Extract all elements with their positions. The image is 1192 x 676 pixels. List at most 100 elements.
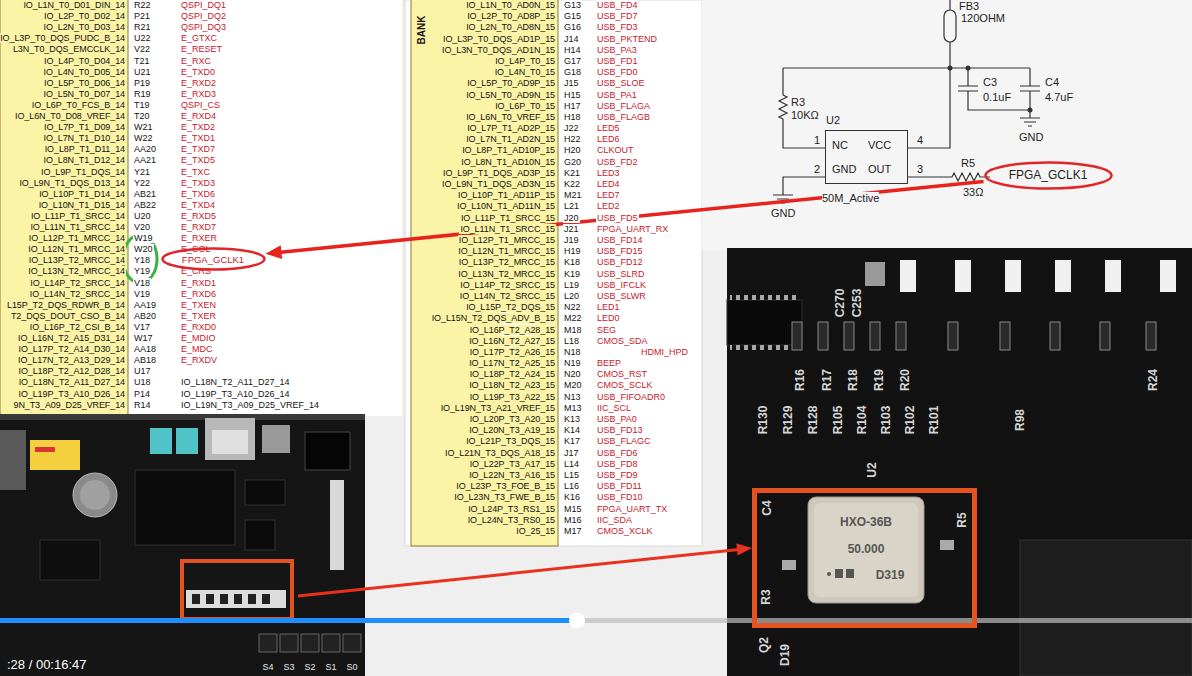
board-closeup-photo bbox=[1050, 322, 1060, 350]
net-label: E_RXD7 bbox=[180, 222, 217, 232]
oscillator-chip: U2NCVCCGNDOUT50M_Active bbox=[818, 112, 918, 208]
net-label: USB_SLOE bbox=[596, 78, 646, 88]
ball-number: T19 bbox=[133, 100, 151, 110]
net-label: USB_FD2 bbox=[596, 157, 639, 167]
net-label: E_RXD5 bbox=[180, 211, 217, 221]
ball-number: U22 bbox=[133, 33, 152, 43]
net-label: USB_FD14 bbox=[596, 235, 644, 245]
pin-name: IO_L4N_T0_D05_14 bbox=[43, 67, 126, 77]
pin-number: 4 bbox=[916, 134, 924, 146]
net-label: SEG bbox=[596, 325, 617, 335]
board-closeup-photo bbox=[814, 503, 918, 597]
net-label: USB_PA3 bbox=[596, 45, 638, 55]
pin-name: IO_L24P_T3_RS1_15 bbox=[467, 504, 556, 514]
switch-label: S0 bbox=[345, 662, 358, 672]
pin-number: 1 bbox=[813, 134, 821, 146]
net-label: LED7 bbox=[596, 190, 621, 200]
net-label: E_TXEN bbox=[180, 300, 217, 310]
ball-number: J22 bbox=[563, 123, 580, 133]
pin-name: IO_L23P_T3_FOE_B_15 bbox=[455, 481, 556, 491]
pin-name: IO_L9P_T1_DQS_AD3P_15 bbox=[442, 168, 556, 178]
net-label: E_MDIO bbox=[180, 333, 217, 343]
schematic-wires bbox=[949, 42, 950, 68]
board-photo bbox=[80, 480, 110, 510]
board-photo bbox=[150, 428, 172, 454]
board-closeup-photo bbox=[844, 322, 854, 350]
net-label: E_TXD2 bbox=[180, 122, 216, 132]
board-closeup-photo bbox=[730, 295, 800, 300]
silkscreen-label: R3 bbox=[760, 588, 773, 605]
ball-number: G16 bbox=[563, 22, 582, 32]
ball-number: M20 bbox=[563, 380, 583, 390]
ground-label: GND bbox=[1018, 131, 1044, 143]
net-label: E_TXD0 bbox=[180, 67, 216, 77]
board-photo bbox=[322, 634, 340, 652]
net-label: QSPI_DQ2 bbox=[180, 11, 227, 21]
ball-number: AA19 bbox=[133, 300, 157, 310]
component-value: 120OHM bbox=[960, 12, 1006, 24]
net-label: BEEP bbox=[596, 358, 622, 368]
node-text: FPGA_GCLK1 bbox=[182, 254, 244, 265]
net-label: USB_FD3 bbox=[596, 22, 639, 32]
net-label: E_RXD2 bbox=[180, 78, 217, 88]
board-photo bbox=[280, 634, 298, 652]
net-label: FPGA_UART_RX bbox=[596, 224, 669, 234]
component-ref: R3 bbox=[790, 96, 806, 108]
board-closeup-photo bbox=[1160, 260, 1176, 292]
ball-number: M17 bbox=[563, 526, 583, 536]
silkscreen-label: R24 bbox=[1147, 368, 1160, 392]
ball-number: N18 bbox=[563, 347, 582, 357]
silkscreen-label: R105 bbox=[832, 405, 845, 436]
ball-number: N22 bbox=[563, 302, 582, 312]
ball-number: K17 bbox=[563, 436, 581, 446]
ball-number: J19 bbox=[563, 235, 580, 245]
ball-number: G20 bbox=[563, 157, 582, 167]
switch-label: S4 bbox=[261, 662, 274, 672]
board-photo bbox=[245, 520, 275, 550]
pin-name: IO_L7N_T1_AD2N_15 bbox=[465, 134, 556, 144]
board-closeup-photo bbox=[846, 569, 854, 578]
component-ref: C3 bbox=[982, 76, 998, 88]
ball-number: V22 bbox=[133, 44, 151, 54]
board-photo bbox=[0, 430, 26, 490]
board-closeup-photo bbox=[818, 322, 828, 350]
pin-name: IO_L4P_T0_D04_14 bbox=[43, 56, 126, 66]
net-label: E_MDC bbox=[180, 344, 214, 354]
silkscreen-label: R103 bbox=[880, 405, 893, 436]
net-label: E_RXDV bbox=[180, 355, 218, 365]
pin-name: IO_L17P_T2_A26_15 bbox=[469, 347, 556, 357]
board-photo bbox=[262, 425, 290, 453]
ball-number: Y21 bbox=[133, 167, 151, 177]
ball-number: K18 bbox=[563, 257, 581, 267]
ball-number: T20 bbox=[133, 111, 151, 121]
switch-label: S3 bbox=[282, 662, 295, 672]
node-text: OUT bbox=[868, 163, 891, 175]
panel-grounds bbox=[702, 0, 1192, 250]
ball-number: AA20 bbox=[133, 144, 157, 154]
connector bbox=[266, 181, 984, 259]
pin-name: IO_25_15 bbox=[515, 526, 556, 536]
ground-label: GND bbox=[770, 207, 796, 219]
ball-number: K13 bbox=[563, 414, 581, 424]
net-label: USB_PKTEND bbox=[596, 34, 658, 44]
silkscreen-label: R20 bbox=[899, 368, 912, 392]
ball-number: W19 bbox=[133, 233, 154, 243]
chip-outline bbox=[825, 130, 908, 184]
ball-number: H17 bbox=[563, 101, 582, 111]
pin-name: IO_L7P_T1_D09_14 bbox=[43, 122, 126, 132]
switch-label: S1 bbox=[324, 662, 337, 672]
panel-grounds bbox=[0, 0, 402, 416]
connector-line bbox=[278, 181, 983, 252]
pin-name: IO_L14N_T2_SRCC_15 bbox=[459, 291, 556, 301]
board-photo bbox=[176, 428, 198, 454]
component-value: 10KΩ bbox=[790, 109, 820, 121]
net-label: E_TXD4 bbox=[180, 200, 216, 210]
node-text: GND bbox=[832, 163, 856, 175]
board-photo bbox=[305, 432, 350, 470]
net-label: LED6 bbox=[596, 134, 621, 144]
net-label: FPGA_UART_TX bbox=[596, 504, 668, 514]
net-label: LED5 bbox=[596, 123, 621, 133]
pin-name: IO_L7P_T1_AD2P_15 bbox=[466, 123, 556, 133]
board-photo bbox=[35, 447, 55, 452]
